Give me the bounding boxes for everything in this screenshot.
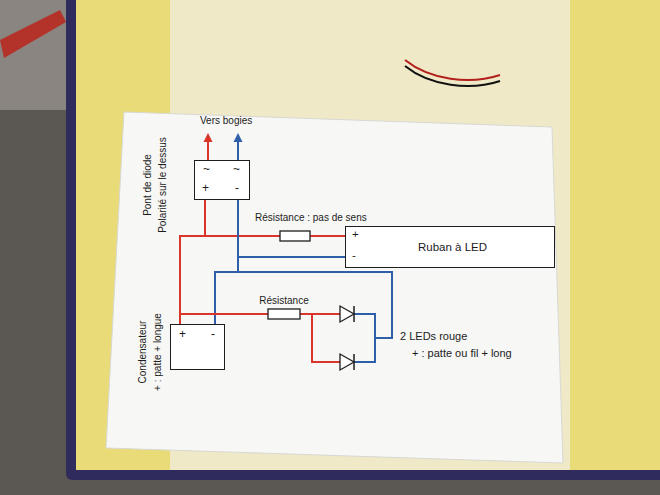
wire [238, 200, 345, 257]
pen [0, 10, 66, 58]
table-corner [0, 0, 70, 110]
note-text: + : patte ou fil + long [412, 347, 512, 359]
led-bar [353, 306, 355, 322]
terminal-mark: - [352, 249, 356, 262]
component-label: Pont de diode [142, 154, 153, 216]
led-symbol [340, 354, 354, 370]
terminal-mark: ~ [203, 163, 210, 176]
capacitor-box: +- [170, 324, 225, 370]
book-page [76, 0, 660, 470]
wire-black [405, 66, 500, 86]
led-return-wire [354, 314, 375, 362]
terminal-mark: + [179, 328, 186, 341]
bogie-wire-red [207, 141, 209, 160]
note-text: Polarité sur le dessus [157, 137, 168, 233]
box-title: Ruban à LED [418, 241, 487, 254]
led-return-wire [238, 272, 392, 338]
arrow-head [234, 133, 243, 142]
resistor-symbol [268, 309, 300, 319]
note-text: Vers bogies [200, 115, 252, 126]
wire [215, 200, 238, 324]
terminal-mark: - [211, 328, 215, 341]
arrow-head [204, 133, 213, 142]
paper-sheet [106, 112, 563, 463]
component-label: Résistance [259, 295, 308, 306]
terminal-mark: ~ [233, 163, 240, 176]
diode-bridge-box: ~ ~ + - [194, 160, 250, 200]
component-label: 2 LEDs rouge [400, 330, 467, 342]
component-label: Résistance : pas de sens [255, 212, 367, 223]
wire [180, 200, 205, 324]
led-strip-box: Ruban à LED + - [345, 226, 555, 268]
led-feed-wire [312, 314, 340, 362]
wire-red [405, 60, 500, 80]
led-bar [353, 354, 355, 370]
component-label: Condensateur [137, 321, 148, 384]
terminal-mark: + [352, 228, 359, 241]
resistor-symbol [280, 231, 310, 241]
terminal-mark: + [202, 182, 209, 195]
bogie-wire-blue [237, 141, 239, 160]
terminal-mark: - [235, 182, 239, 195]
led-feed-wire [180, 313, 340, 315]
book-cover [66, 0, 660, 480]
note-text: + : patte + longue [152, 313, 163, 391]
led-symbol [340, 306, 354, 322]
